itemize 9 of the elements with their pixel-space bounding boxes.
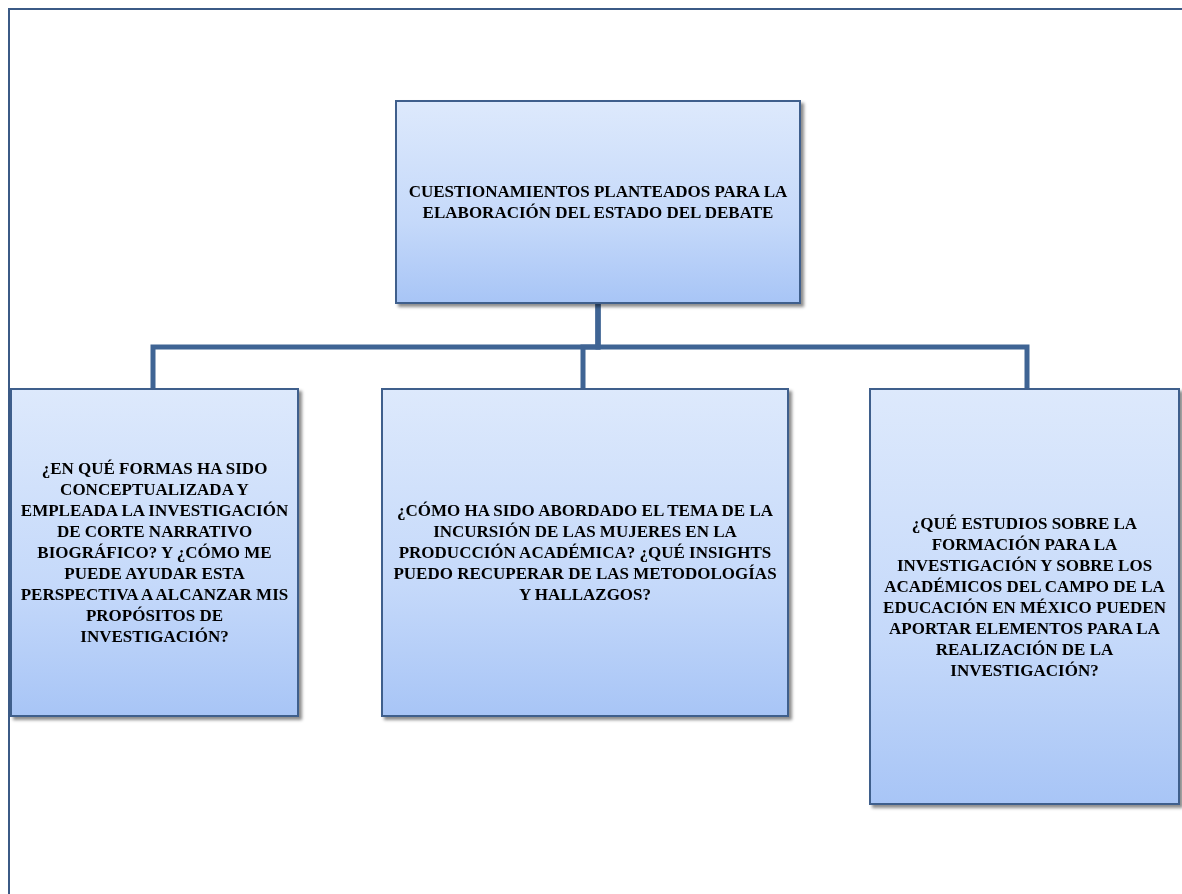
question-text: CUESTIONAMIENTOS PLANTEADOS PARA LA ELABORACIÓN DEL ESTADO DEL DEBATE	[407, 181, 789, 223]
heading-box	[395, 100, 801, 304]
question-box	[869, 388, 1180, 805]
question-text: ¿QUÉ ESTUDIOS SOBRE LA FORMACIÓN PARA LA INVESTIGACIÓN Y SOBRE LOS ACADÉMICOS DEL CAMPO DE LA EDUCACIÓN EN MÉXICO PUEDEN APORTAR ELEMENTOS PARA LA REALIZACIÓN DE LA INVESTIGACIÓN?	[882, 512, 1167, 681]
question-box	[10, 388, 299, 717]
connector-line	[595, 304, 1030, 388]
question-text: ¿EN QUÉ FORMAS HA SIDO CONCEPTUALIZADA Y EMPLEADA LA INVESTIGACIÓN DE CORTE NARRATIVO BIOGRÁFICO? Y ¿CÓMO ME PUEDE AYUDAR ESTA PERSPECTIVA A ALCANZAR MIS PROPÓSITOS DE INVESTIGACIÓN?	[19, 458, 290, 647]
question-box	[381, 388, 789, 717]
question-text: ¿CÓMO HA SIDO ABORDADO EL TEMA DE LA INCURSIÓN DE LAS MUJERES EN LA PRODUCCIÓN ACADÉMICA? ¿QUÉ INSIGHTS PUEDO RECUPERAR DE LAS METODOLOGÍAS Y HALLAZGOS?	[392, 500, 778, 605]
